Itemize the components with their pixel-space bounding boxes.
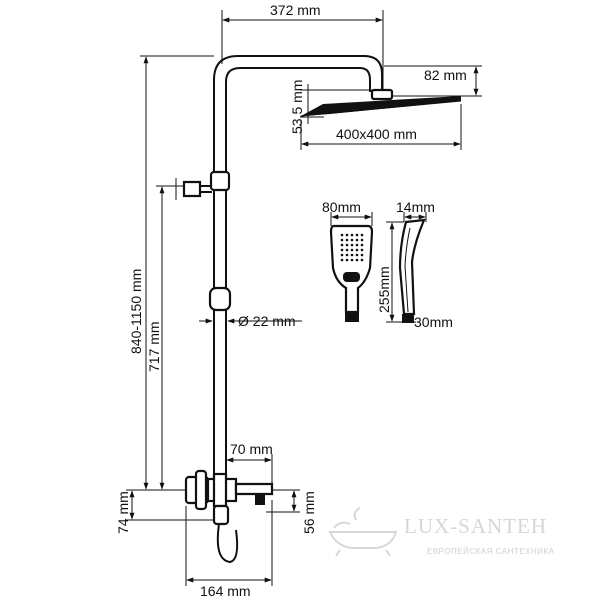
handshower-base-label: 30mm — [414, 314, 453, 330]
holder-height-label: 717 mm — [146, 321, 162, 372]
hand-shower-front — [329, 224, 374, 322]
bathtub-icon — [328, 507, 398, 557]
mixer-width-label: 164 mm — [200, 583, 251, 599]
handshower-depth-label: 14mm — [396, 199, 435, 215]
rail-diameter-label: Ø 22 mm — [238, 313, 296, 329]
handshower-width-label: 80mm — [322, 199, 361, 215]
head-size-label: 400x400 mm — [336, 126, 417, 142]
head-drop-label: 82 mm — [424, 67, 467, 83]
watermark: LUX-SANTEH ЕВРОПЕЙСКАЯ САНТЕХНИКА — [328, 507, 555, 557]
hand-shower-side — [398, 218, 426, 323]
handshower-length-label: 255mm — [376, 266, 392, 313]
spout-reach-label: 70 mm — [230, 441, 273, 457]
shower-column — [175, 55, 383, 480]
head-thickness-label: 53,5 mm — [289, 80, 305, 134]
arm-width-label: 372 mm — [270, 2, 321, 18]
watermark-brand: LUX-SANTEH — [404, 514, 547, 538]
thermostatic-mixer — [184, 469, 274, 564]
spout-drop-label: 56 mm — [301, 491, 317, 534]
height-range-label: 840-1150 mm — [128, 269, 144, 354]
shower-head — [300, 88, 462, 117]
watermark-tagline: ЕВРОПЕЙСКАЯ САНТЕХНИКА — [427, 547, 555, 556]
mixer-drop-label: 74 mm — [115, 491, 131, 534]
